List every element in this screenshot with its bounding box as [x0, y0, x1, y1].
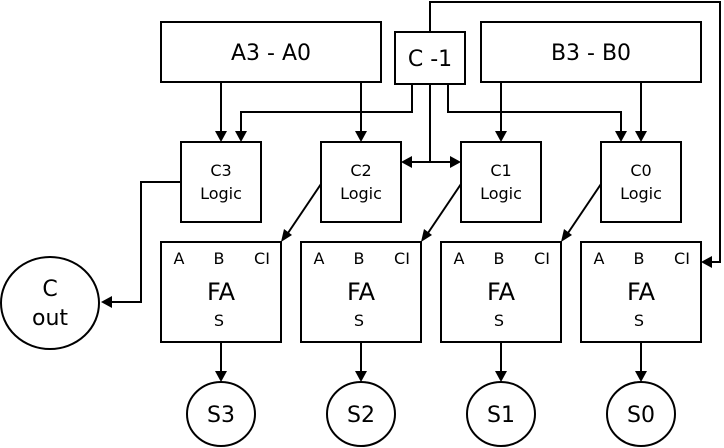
fa2-pin-b: B — [354, 249, 365, 268]
sum-output-s2: S2 — [326, 381, 396, 447]
a-bus-label: A3 - A0 — [231, 41, 311, 66]
sum-output-s3: S3 — [186, 381, 256, 447]
arrowhead-b-c1 — [495, 131, 507, 142]
arrowhead-fa2-s2 — [355, 371, 367, 382]
full-adder-0: A B CI FA S — [580, 241, 702, 343]
full-adder-1: A B CI FA S — [440, 241, 562, 343]
arrowhead-b-c0 — [635, 131, 647, 142]
sum-output-s1: S1 — [466, 381, 536, 447]
logic-block-c3: C3 Logic — [180, 141, 262, 223]
logic-c0-line1: C0 — [630, 161, 651, 180]
arrowhead-c2-fa3 — [281, 229, 292, 242]
logic-block-c0: C0 Logic — [600, 141, 682, 223]
fa1-label: FA — [487, 278, 516, 306]
logic-c2-line1: C2 — [350, 161, 371, 180]
arrowhead-a-c2 — [355, 131, 367, 142]
arrowhead-c0-fa1 — [561, 229, 572, 242]
arrowhead-fa0-s0 — [635, 371, 647, 382]
wire-c0-to-fa1 — [567, 183, 602, 234]
wire-c3-to-cout — [110, 181, 181, 303]
logic-c1-line1: C1 — [490, 161, 511, 180]
fa3-label: FA — [207, 278, 236, 306]
arrowhead-cin-c1 — [450, 156, 461, 168]
sum-s0-label: S0 — [627, 403, 655, 428]
logic-block-c1: C1 Logic — [460, 141, 542, 223]
fa1-pin-a: A — [454, 249, 465, 268]
arrowhead-fa3-s3 — [215, 371, 227, 382]
logic-block-c2: C2 Logic — [320, 141, 402, 223]
b-bus-input: B3 - B0 — [480, 21, 702, 83]
logic-c1-line2: Logic — [480, 184, 522, 203]
wire-cin-to-c0 — [447, 84, 622, 134]
full-adder-3: A B CI FA S — [160, 241, 282, 343]
carry-in-label: C -1 — [408, 47, 452, 72]
carry-out-line1: C — [42, 277, 57, 302]
wire-c1-to-fa2 — [427, 183, 462, 234]
wire-c2-to-fa3 — [287, 183, 322, 234]
fa3-pin-ci: CI — [254, 249, 270, 268]
fa2-pin-ci: CI — [394, 249, 410, 268]
arrowhead-c3-cout — [101, 296, 112, 308]
fa1-pin-ci: CI — [534, 249, 550, 268]
fa3-pin-b: B — [214, 249, 225, 268]
carry-out-node: C out — [0, 256, 100, 350]
fa0-pin-b: B — [634, 249, 645, 268]
arrowhead-cin-c3 — [235, 131, 247, 142]
fa3-pin-a: A — [174, 249, 185, 268]
arrowhead-c1-fa2 — [421, 229, 432, 242]
b-bus-label: B3 - B0 — [551, 41, 631, 66]
fa2-label: FA — [347, 278, 376, 306]
sum-s3-label: S3 — [207, 403, 235, 428]
arrowhead-cin-fa0 — [701, 256, 712, 268]
fa1-pin-s: S — [494, 311, 504, 330]
fa2-pin-s: S — [354, 311, 364, 330]
arrowhead-fa1-s1 — [495, 371, 507, 382]
fa0-pin-s: S — [634, 311, 644, 330]
arrowheads — [101, 131, 712, 382]
logic-c3-line2: Logic — [200, 184, 242, 203]
sum-s2-label: S2 — [347, 403, 375, 428]
full-adder-2: A B CI FA S — [300, 241, 422, 343]
fa0-label: FA — [627, 278, 656, 306]
logic-c0-line2: Logic — [620, 184, 662, 203]
carry-out-line2: out — [32, 306, 68, 331]
arrowhead-a-c3 — [215, 131, 227, 142]
fa2-pin-a: A — [314, 249, 325, 268]
fa0-pin-a: A — [594, 249, 605, 268]
carry-in-input: C -1 — [394, 31, 466, 85]
a-bus-input: A3 - A0 — [160, 21, 382, 83]
wire-cin-to-c3 — [240, 84, 413, 134]
fa3-pin-s: S — [214, 311, 224, 330]
wires — [110, 1, 721, 374]
fa1-pin-b: B — [494, 249, 505, 268]
sum-output-s0: S0 — [606, 381, 676, 447]
arrowhead-cin-c0 — [615, 131, 627, 142]
fa0-pin-ci: CI — [674, 249, 690, 268]
arrowhead-cin-c2 — [401, 156, 412, 168]
sum-s1-label: S1 — [487, 403, 515, 428]
logic-c3-line1: C3 — [210, 161, 231, 180]
logic-c2-line2: Logic — [340, 184, 382, 203]
wire-cin-to-fa0 — [429, 1, 721, 263]
